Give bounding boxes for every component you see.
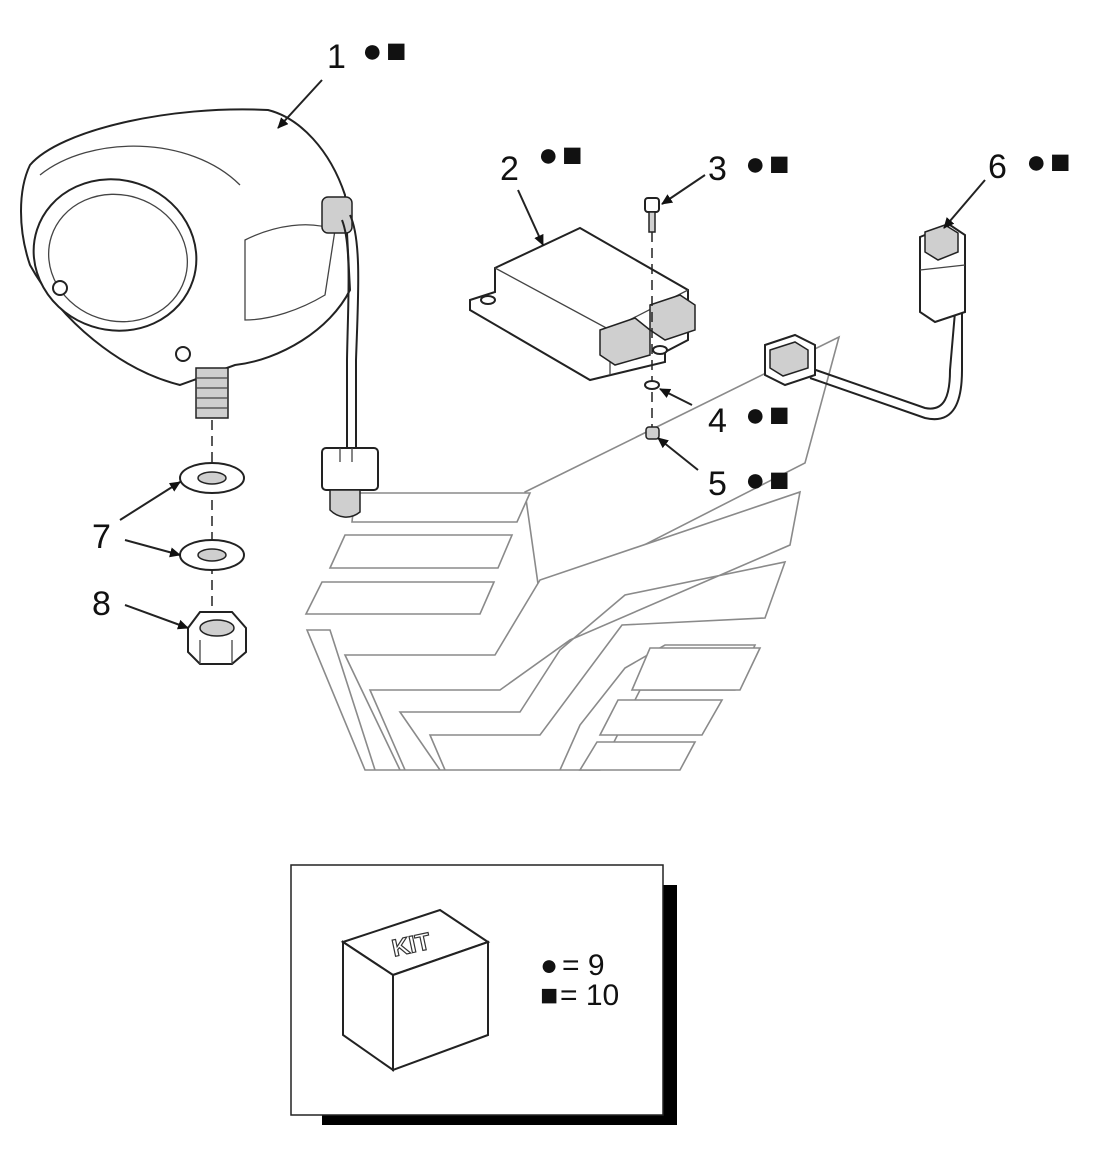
callout-3-marks: ● ■ xyxy=(745,145,790,183)
callout-5-marks: ● ■ xyxy=(745,461,790,499)
leader-lines xyxy=(119,79,986,630)
callout-2-square: ■ xyxy=(562,136,583,174)
work-lamp-part xyxy=(20,108,379,518)
callout-3-number: 3 xyxy=(708,150,727,188)
watermark-logo xyxy=(304,335,841,771)
bolt-part xyxy=(644,197,660,233)
kit-cube-icon: KIT xyxy=(340,908,491,1072)
callout-3-square: ■ xyxy=(769,145,790,183)
callout-4-number: 4 xyxy=(708,402,727,440)
callout-5-circle: ● xyxy=(745,461,766,499)
kit-square-value: = 10 xyxy=(560,979,619,1012)
kit-circle-symbol: ● xyxy=(540,949,558,982)
callout-1-marks: ● ■ xyxy=(362,32,407,70)
callout-1-number: 1 xyxy=(327,38,346,76)
callout-7-number: 7 xyxy=(92,518,111,556)
callout-5-number: 5 xyxy=(708,465,727,503)
callout-5-square: ■ xyxy=(769,461,790,499)
kit-square-symbol: ■ xyxy=(540,979,558,1012)
callout-2-marks: ● ■ xyxy=(538,136,583,174)
callout-4-square: ■ xyxy=(769,396,790,434)
callout-6-circle: ● xyxy=(1026,143,1047,181)
kit-legend: KIT ● = 9 ■ = 10 xyxy=(290,864,677,1125)
small-nut-part xyxy=(645,426,660,440)
callout-1-square: ■ xyxy=(386,32,407,70)
callout-2-number: 2 xyxy=(500,150,519,188)
wire-harness-part xyxy=(764,223,966,421)
callout-8-number: 8 xyxy=(92,585,111,623)
callout-4-circle: ● xyxy=(745,396,766,434)
kit-circle-value: = 9 xyxy=(562,949,605,982)
callout-3-circle: ● xyxy=(745,145,766,183)
lock-washer-part xyxy=(644,380,660,390)
callout-6-marks: ● ■ xyxy=(1026,143,1071,181)
callout-6-square: ■ xyxy=(1050,143,1071,181)
washer-part xyxy=(179,462,245,571)
nut-part xyxy=(187,611,247,665)
callout-2-circle: ● xyxy=(538,136,559,174)
callout-6-number: 6 xyxy=(988,148,1007,186)
callout-1-circle: ● xyxy=(362,32,383,70)
callout-4-marks: ● ■ xyxy=(745,396,790,434)
control-module-part xyxy=(469,226,696,382)
